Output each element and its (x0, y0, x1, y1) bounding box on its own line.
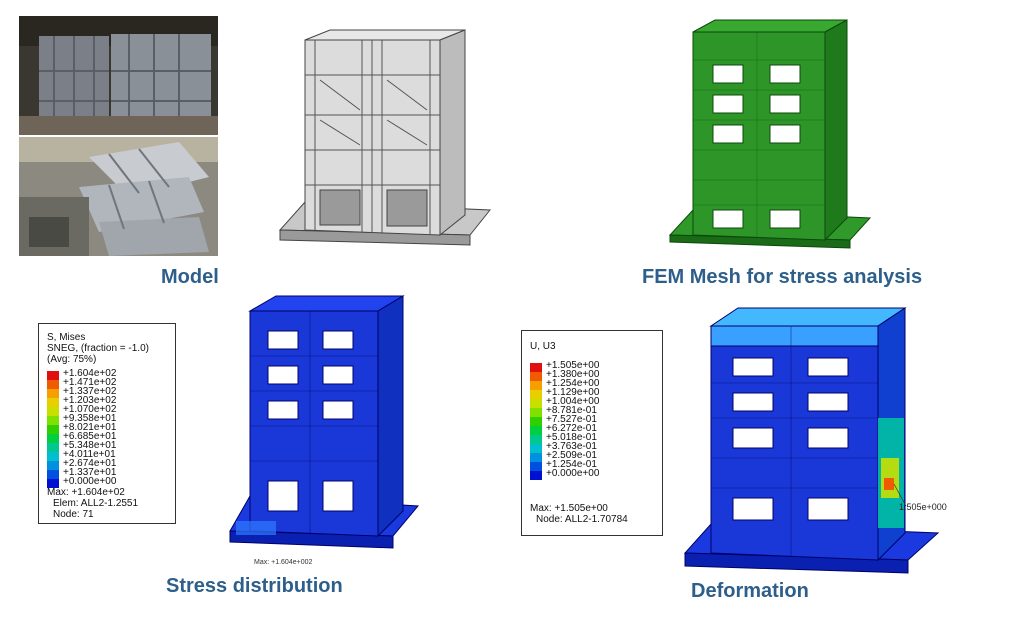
legend-value: +6.272e-01 (546, 423, 597, 434)
legend-color-swatch (47, 461, 59, 470)
stress-max-tag: Max: +1.604e+002 (254, 559, 312, 566)
legend-value: +8.781e-01 (546, 405, 597, 416)
caption-model: Model (161, 266, 219, 288)
legend-value: +0.000e+00 (546, 468, 600, 479)
photo-assembled-structure (19, 16, 218, 135)
legend-value: +5.018e-01 (546, 432, 597, 443)
stress-legend-title: S, Mises (47, 332, 86, 343)
legend-value: +1.254e+00 (546, 378, 600, 389)
stress-legend-elem: Elem: ALL2-1.2551 (53, 498, 139, 509)
stress-legend-line2: SNEG, (fraction = -1.0) (47, 343, 149, 354)
legend-color-swatch (530, 435, 542, 444)
deform-legend-title: U, U3 (530, 341, 556, 352)
legend-color-swatch (530, 399, 542, 408)
legend-color-swatch (530, 444, 542, 453)
legend-color-swatch (530, 381, 542, 390)
legend-value: +2.674e+01 (63, 458, 117, 469)
legend-value: +1.203e+02 (63, 395, 117, 406)
legend-color-swatch (47, 425, 59, 434)
deformation-model-drawing: 1.505e+000 (683, 307, 947, 574)
legend-color-swatch (530, 471, 542, 480)
cad-model-drawing (278, 29, 492, 246)
caption-fem-mesh: FEM Mesh for stress analysis (642, 266, 923, 288)
stress-legend-max: Max: +1.604e+02 (47, 487, 125, 498)
deform-legend-max: Max: +1.505e+00 (530, 503, 608, 514)
legend-color-swatch (47, 398, 59, 407)
legend-color-swatch (47, 443, 59, 452)
deformation-legend: U, U3 +1.505e+00+1.380e+00+1.254e+00+1.1… (521, 330, 663, 536)
legend-color-swatch (530, 363, 542, 372)
legend-color-swatch (47, 389, 59, 398)
fem-mesh-drawing (668, 19, 872, 249)
caption-deformation: Deformation (691, 580, 809, 602)
legend-color-swatch (47, 371, 59, 380)
legend-color-swatch (530, 453, 542, 462)
photo-disassembled-parts (19, 137, 218, 256)
legend-value: +1.604e+02 (63, 368, 117, 379)
legend-color-swatch (530, 390, 542, 399)
legend-value: +1.337e+02 (63, 386, 117, 397)
legend-color-swatch (47, 407, 59, 416)
legend-value: +3.763e-01 (546, 441, 597, 452)
legend-color-swatch (530, 417, 542, 426)
legend-value: +7.527e-01 (546, 414, 597, 425)
legend-value: +1.070e+02 (63, 404, 117, 415)
legend-value: +0.000e+00 (63, 476, 117, 487)
legend-value: +1.337e+01 (63, 467, 117, 478)
legend-color-swatch (47, 479, 59, 488)
legend-color-swatch (530, 372, 542, 381)
legend-color-swatch (47, 416, 59, 425)
legend-value: +2.509e-01 (546, 450, 597, 461)
legend-color-swatch (47, 452, 59, 461)
legend-color-swatch (530, 462, 542, 471)
legend-value: +9.358e+01 (63, 413, 117, 424)
legend-value: +1.004e+00 (546, 396, 600, 407)
legend-value: +4.011e+01 (63, 449, 116, 460)
stress-legend-node: Node: 71 (53, 509, 94, 520)
legend-color-swatch (47, 470, 59, 479)
stress-model-drawing: Max: +1.604e+002 (229, 295, 420, 566)
legend-value: +5.348e+01 (63, 440, 117, 451)
deformation-max-tag: 1.505e+000 (899, 502, 947, 512)
legend-color-swatch (530, 426, 542, 435)
legend-value: +1.380e+00 (546, 369, 600, 380)
legend-color-swatch (47, 380, 59, 389)
caption-stress: Stress distribution (166, 575, 343, 597)
legend-value: +1.129e+00 (546, 387, 600, 398)
legend-color-swatch (530, 408, 542, 417)
legend-value: +1.505e+00 (546, 360, 600, 371)
legend-value: +6.685e+01 (63, 431, 117, 442)
legend-value: +1.471e+02 (63, 377, 117, 388)
stress-legend: S, Mises SNEG, (fraction = -1.0) (Avg: 7… (38, 323, 176, 524)
legend-color-swatch (47, 434, 59, 443)
legend-value: +8.021e+01 (63, 422, 117, 433)
deform-legend-node: Node: ALL2-1.70784 (536, 514, 628, 525)
stress-legend-line3: (Avg: 75%) (47, 354, 97, 365)
legend-value: +1.254e-01 (546, 459, 597, 470)
